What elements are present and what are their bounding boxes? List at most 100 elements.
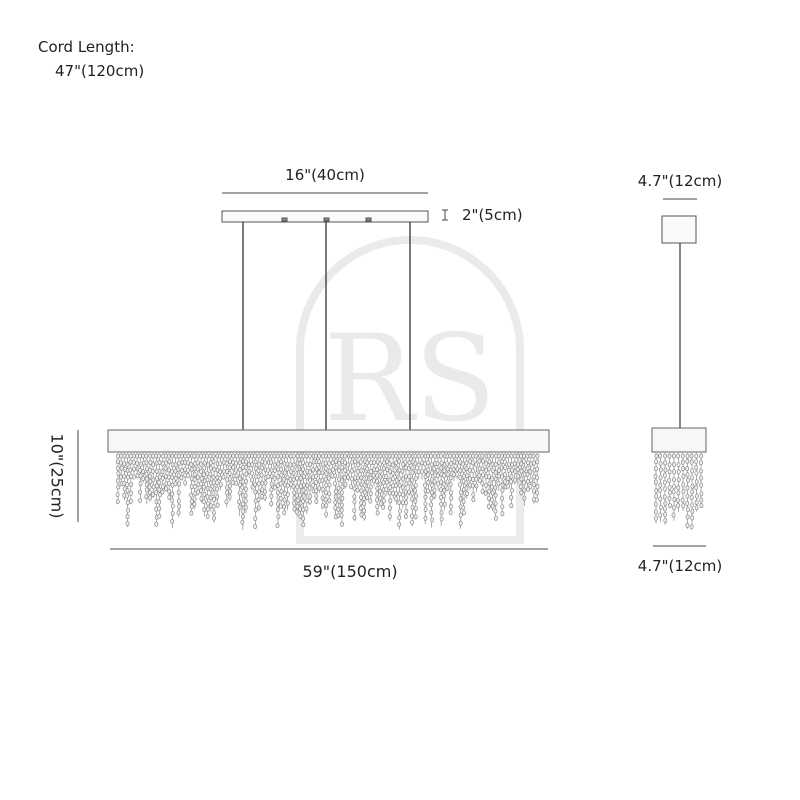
crystal-bead: [658, 482, 663, 488]
crystal-bead: [202, 471, 206, 477]
crystal-bead: [324, 482, 329, 488]
crystal-bead: [474, 462, 478, 468]
crystal-bead: [378, 468, 383, 474]
crystal-bead: [416, 462, 421, 468]
crystal-bead: [414, 475, 418, 481]
crystal-bead: [403, 489, 408, 495]
crystal-bead: [195, 489, 200, 495]
crystal-bead: [304, 506, 309, 512]
crystal-bead: [227, 453, 232, 459]
crystal-bead: [286, 492, 290, 498]
crystal-bead: [499, 453, 504, 459]
crystal-bead: [407, 453, 412, 459]
crystal-bead: [414, 493, 418, 499]
crystal-bead: [352, 466, 357, 472]
crystal-bead: [474, 483, 479, 489]
crystal-bead: [461, 468, 466, 474]
crystal-bead: [659, 467, 663, 473]
crystal-bead: [474, 476, 479, 482]
crystal-bead: [227, 494, 232, 500]
crystal-bead: [512, 460, 517, 466]
crystal-bead: [525, 453, 530, 459]
crystal-bead: [292, 506, 297, 512]
crystal-bead: [186, 460, 190, 466]
crystal-bead: [250, 453, 254, 459]
crystal-bead: [685, 522, 690, 528]
crystal-bead: [157, 453, 162, 459]
crystal-bead: [410, 470, 415, 476]
crystal-bead: [372, 478, 376, 484]
crystal-bead: [147, 473, 152, 479]
crystal-bead: [365, 487, 370, 493]
crystal-bead: [176, 490, 181, 496]
crystal-bead: [663, 486, 667, 492]
crystal-bead: [292, 500, 297, 506]
crystal-bead: [419, 469, 424, 475]
crystal-bead: [241, 508, 245, 514]
crystal-bead: [470, 468, 475, 474]
crystal-bead: [307, 453, 312, 459]
crystal-bead: [263, 460, 268, 466]
crystal-bead: [339, 512, 344, 518]
crystal-bead: [663, 506, 667, 512]
crystal-bead: [516, 461, 520, 467]
crystal-bead: [668, 503, 672, 509]
crystal-bead: [681, 488, 686, 494]
crystal-bead: [461, 499, 466, 505]
crystal-bead: [237, 475, 242, 481]
crystal-bead: [154, 490, 158, 496]
crystal-bead: [253, 481, 258, 487]
crystal-bead: [324, 453, 328, 459]
crystal-bead: [391, 476, 395, 482]
crystal-bead: [672, 497, 677, 503]
crystal-bead: [262, 453, 267, 459]
crystal-bead: [298, 506, 302, 512]
crystal-bead: [667, 478, 672, 484]
crystal-bead: [253, 453, 258, 459]
crystal-bead: [320, 486, 325, 492]
crystal-bead: [192, 496, 197, 502]
cord-length-label: Cord Length:: [38, 38, 135, 56]
crystal-bead: [202, 465, 207, 471]
fixture-width-label: 59"(150cm): [302, 562, 398, 581]
crystal-bead: [125, 482, 130, 488]
crystal-bead: [234, 460, 239, 466]
crystal-bead: [368, 491, 373, 497]
crystal-bead: [282, 504, 287, 510]
crystal-bead: [234, 480, 238, 486]
crystal-bead: [279, 453, 283, 459]
crystal-bead: [272, 484, 277, 490]
crystal-bead: [359, 488, 364, 494]
crystal-bead: [301, 493, 306, 499]
crystal-bead: [397, 453, 402, 459]
crystal-bead: [658, 453, 663, 459]
crystal-bead: [653, 515, 658, 521]
crystal-bead: [464, 460, 469, 466]
crystal-bead: [279, 472, 284, 478]
crystal-bead: [125, 500, 130, 506]
crystal-bead: [662, 479, 667, 485]
crystal-bead: [525, 465, 530, 471]
crystal-bead: [349, 453, 354, 459]
crystal-bead: [694, 484, 699, 490]
crystal-bead: [515, 453, 520, 459]
crystal-bead: [382, 460, 386, 466]
crystal-bead: [397, 515, 402, 521]
crystal-bead: [195, 459, 200, 465]
crystal-bead: [410, 465, 415, 471]
crystal-bead: [387, 453, 392, 459]
crystal-bead: [192, 471, 197, 477]
crystal-bead: [445, 479, 450, 485]
crystal-bead: [340, 478, 344, 484]
crystal-bead: [493, 476, 498, 482]
crystal-bead: [234, 467, 238, 473]
crystal-bead: [690, 483, 695, 489]
crystal-bead: [157, 513, 162, 519]
crystal-bead: [256, 468, 261, 474]
crystal-bead: [375, 466, 380, 472]
crystal-bead: [676, 497, 680, 503]
crystal-bead: [180, 468, 185, 474]
crystal-bead: [426, 472, 431, 478]
crystal-bead: [429, 502, 434, 508]
crystal-bead: [212, 467, 217, 473]
